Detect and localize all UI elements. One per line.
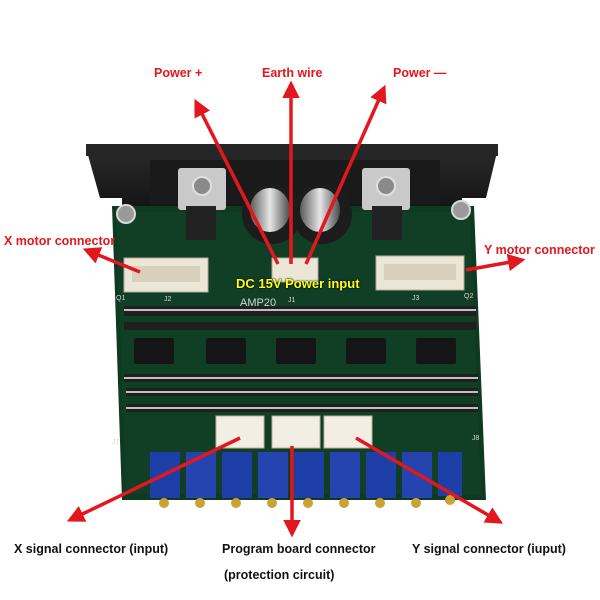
label-y-signal-connector: Y signal connector (iuput)	[412, 542, 566, 556]
arrow-y-signal	[355, 436, 504, 524]
power-transistor-left	[178, 168, 226, 240]
silk-j8: J8	[472, 435, 480, 442]
mounting-screw-right	[451, 200, 471, 220]
arrow-power-minus	[304, 84, 387, 265]
label-x-motor-connector: X motor connector	[4, 234, 116, 248]
arrow-x-signal	[66, 436, 241, 522]
label-protection-circuit: (protection circuit)	[224, 568, 335, 582]
trimmer-potentiometers	[150, 452, 462, 498]
silk-j3: J3	[412, 295, 420, 302]
capacitor-left	[242, 184, 302, 244]
power-transistor-right	[362, 168, 410, 240]
power-input-connector	[271, 257, 319, 283]
arrow-x-motor	[82, 247, 141, 274]
program-board-connector	[271, 415, 321, 449]
label-program-board-connector: Program board connector	[222, 542, 376, 556]
label-dc-power-input: DC 15V Power input	[236, 276, 360, 291]
silk-j2: J2	[164, 296, 172, 303]
y-motor-connector	[375, 255, 465, 291]
smd-pads	[124, 309, 478, 409]
silk-j7: J7	[112, 439, 120, 446]
label-y-motor-connector: Y motor connector	[484, 243, 595, 257]
silk-j1: J1	[288, 297, 296, 304]
x-motor-connector	[123, 257, 209, 293]
annotation-arrows	[66, 80, 526, 538]
arrow-y-motor	[465, 253, 526, 272]
silk-q2: Q2	[464, 293, 473, 300]
ic-chips	[134, 338, 456, 364]
label-earth-wire: Earth wire	[262, 66, 323, 80]
x-signal-connector	[215, 415, 265, 449]
arrow-power-plus	[194, 98, 280, 265]
label-power-minus: Power —	[393, 66, 447, 80]
label-power-plus: Power +	[154, 66, 203, 80]
label-x-signal-connector: X signal connector (input)	[14, 542, 169, 556]
capacitor-right	[292, 184, 352, 244]
mounting-screw-left	[116, 204, 136, 224]
trimmer-brass-screws	[159, 495, 455, 508]
silk-q1: Q1	[116, 295, 125, 302]
